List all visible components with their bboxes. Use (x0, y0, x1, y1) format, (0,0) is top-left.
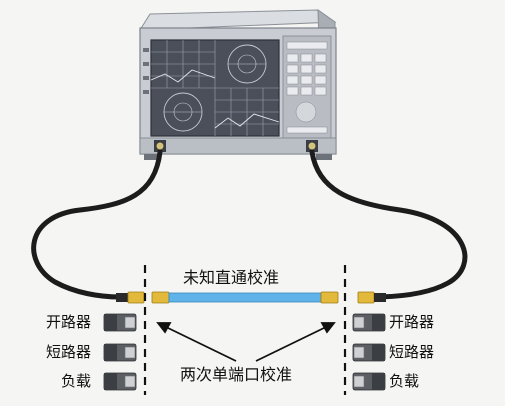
left-cable-connector (116, 291, 145, 304)
right-test-cable (309, 149, 468, 300)
left-load-standard-icon (103, 372, 137, 391)
left-short-label: 短路器 (46, 343, 92, 361)
keypad-keys (286, 41, 328, 134)
right-open-label: 开路器 (389, 313, 435, 331)
screen-traces (151, 40, 279, 136)
left-test-cable (31, 149, 163, 300)
two-single-port-label: 两次单端口校准 (180, 365, 293, 384)
right-load-label: 负载 (389, 372, 420, 390)
right-short-standard-icon (352, 343, 386, 362)
right-short-label: 短路器 (389, 343, 435, 361)
right-load-standard-icon (352, 372, 386, 391)
single-port-arrows (156, 322, 336, 362)
left-short-standard-icon (103, 343, 137, 362)
port-strip (139, 137, 337, 155)
left-open-label: 开路器 (46, 313, 92, 331)
instrument-top (139, 9, 337, 31)
trace-line (150, 69, 216, 83)
unknown-thru-cable (151, 291, 339, 304)
network-analyzer (139, 9, 337, 160)
right-open-standard-icon (352, 313, 386, 332)
left-open-standard-icon (103, 313, 137, 332)
left-load-label: 负载 (61, 372, 92, 390)
front-left-buttons (143, 48, 149, 94)
unknown-thru-label: 未知直通校准 (183, 268, 280, 287)
right-cable-connector (357, 291, 386, 304)
